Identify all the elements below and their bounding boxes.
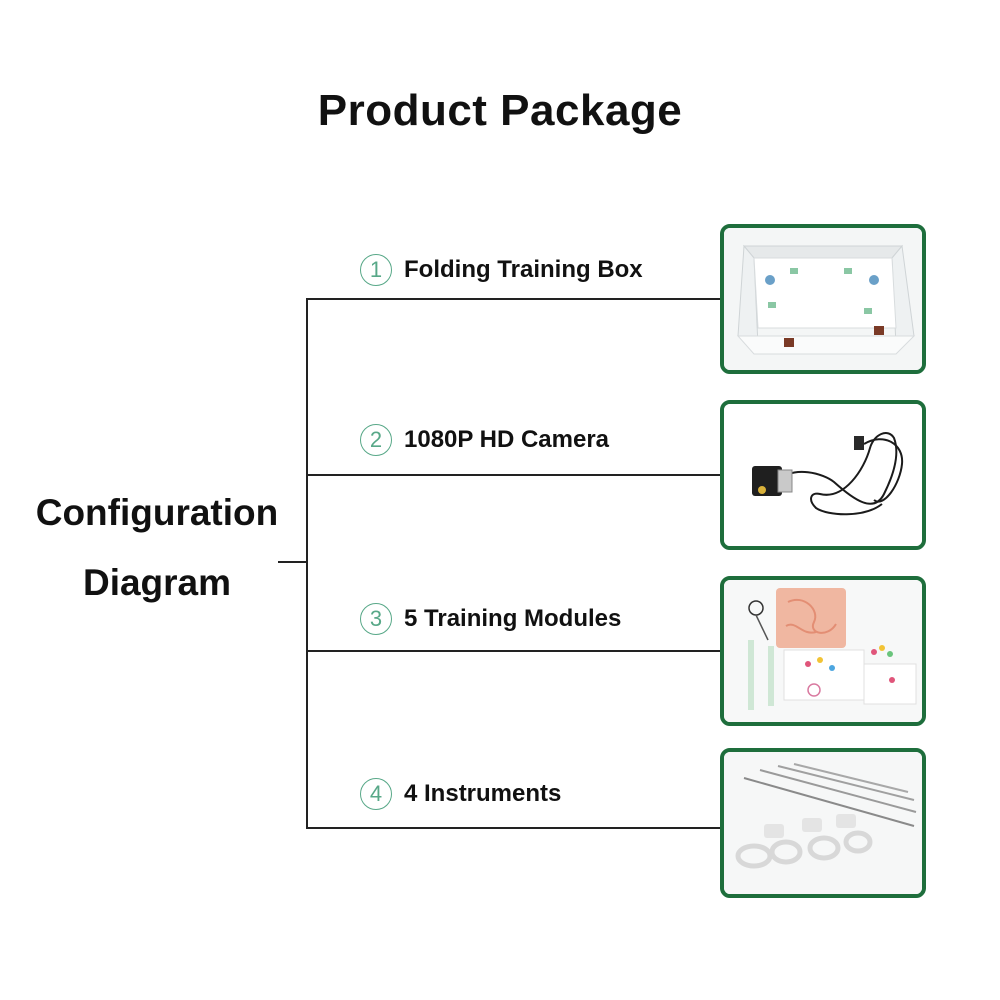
training-modules-icon <box>724 580 922 722</box>
instruments-photo <box>720 748 926 898</box>
side-label-line2: Diagram <box>82 562 232 603</box>
camera-photo <box>720 400 926 550</box>
number-circle-4: 4 <box>360 778 392 810</box>
number-circle-1: 1 <box>360 254 392 286</box>
number-circle-2: 2 <box>360 424 392 456</box>
branch-line-1 <box>306 298 722 300</box>
item-label-3: 5 Training Modules <box>404 605 622 632</box>
item-2: 2 1080P HD Camera <box>360 424 609 456</box>
instruments-icon <box>724 752 922 894</box>
training-modules-photo <box>720 576 926 726</box>
page-title: Product Package <box>317 86 683 135</box>
item-3: 3 5 Training Modules <box>360 603 621 635</box>
item-label-1: Folding Training Box <box>404 256 643 283</box>
branch-line-3 <box>306 650 722 652</box>
branch-line-2 <box>306 474 722 476</box>
number-circle-3: 3 <box>360 603 392 635</box>
side-label-line1: Configuration <box>35 492 279 533</box>
camera-icon <box>724 404 922 546</box>
item-label-4: 4 Instruments <box>404 780 562 807</box>
branch-line-4 <box>306 827 722 829</box>
training-box-icon <box>724 228 922 370</box>
stub-line <box>278 561 308 563</box>
vertical-trunk <box>306 298 308 829</box>
item-4: 4 4 Instruments <box>360 778 561 810</box>
training-box-photo <box>720 224 926 374</box>
item-1: 1 Folding Training Box <box>360 254 643 286</box>
item-label-2: 1080P HD Camera <box>404 426 610 453</box>
